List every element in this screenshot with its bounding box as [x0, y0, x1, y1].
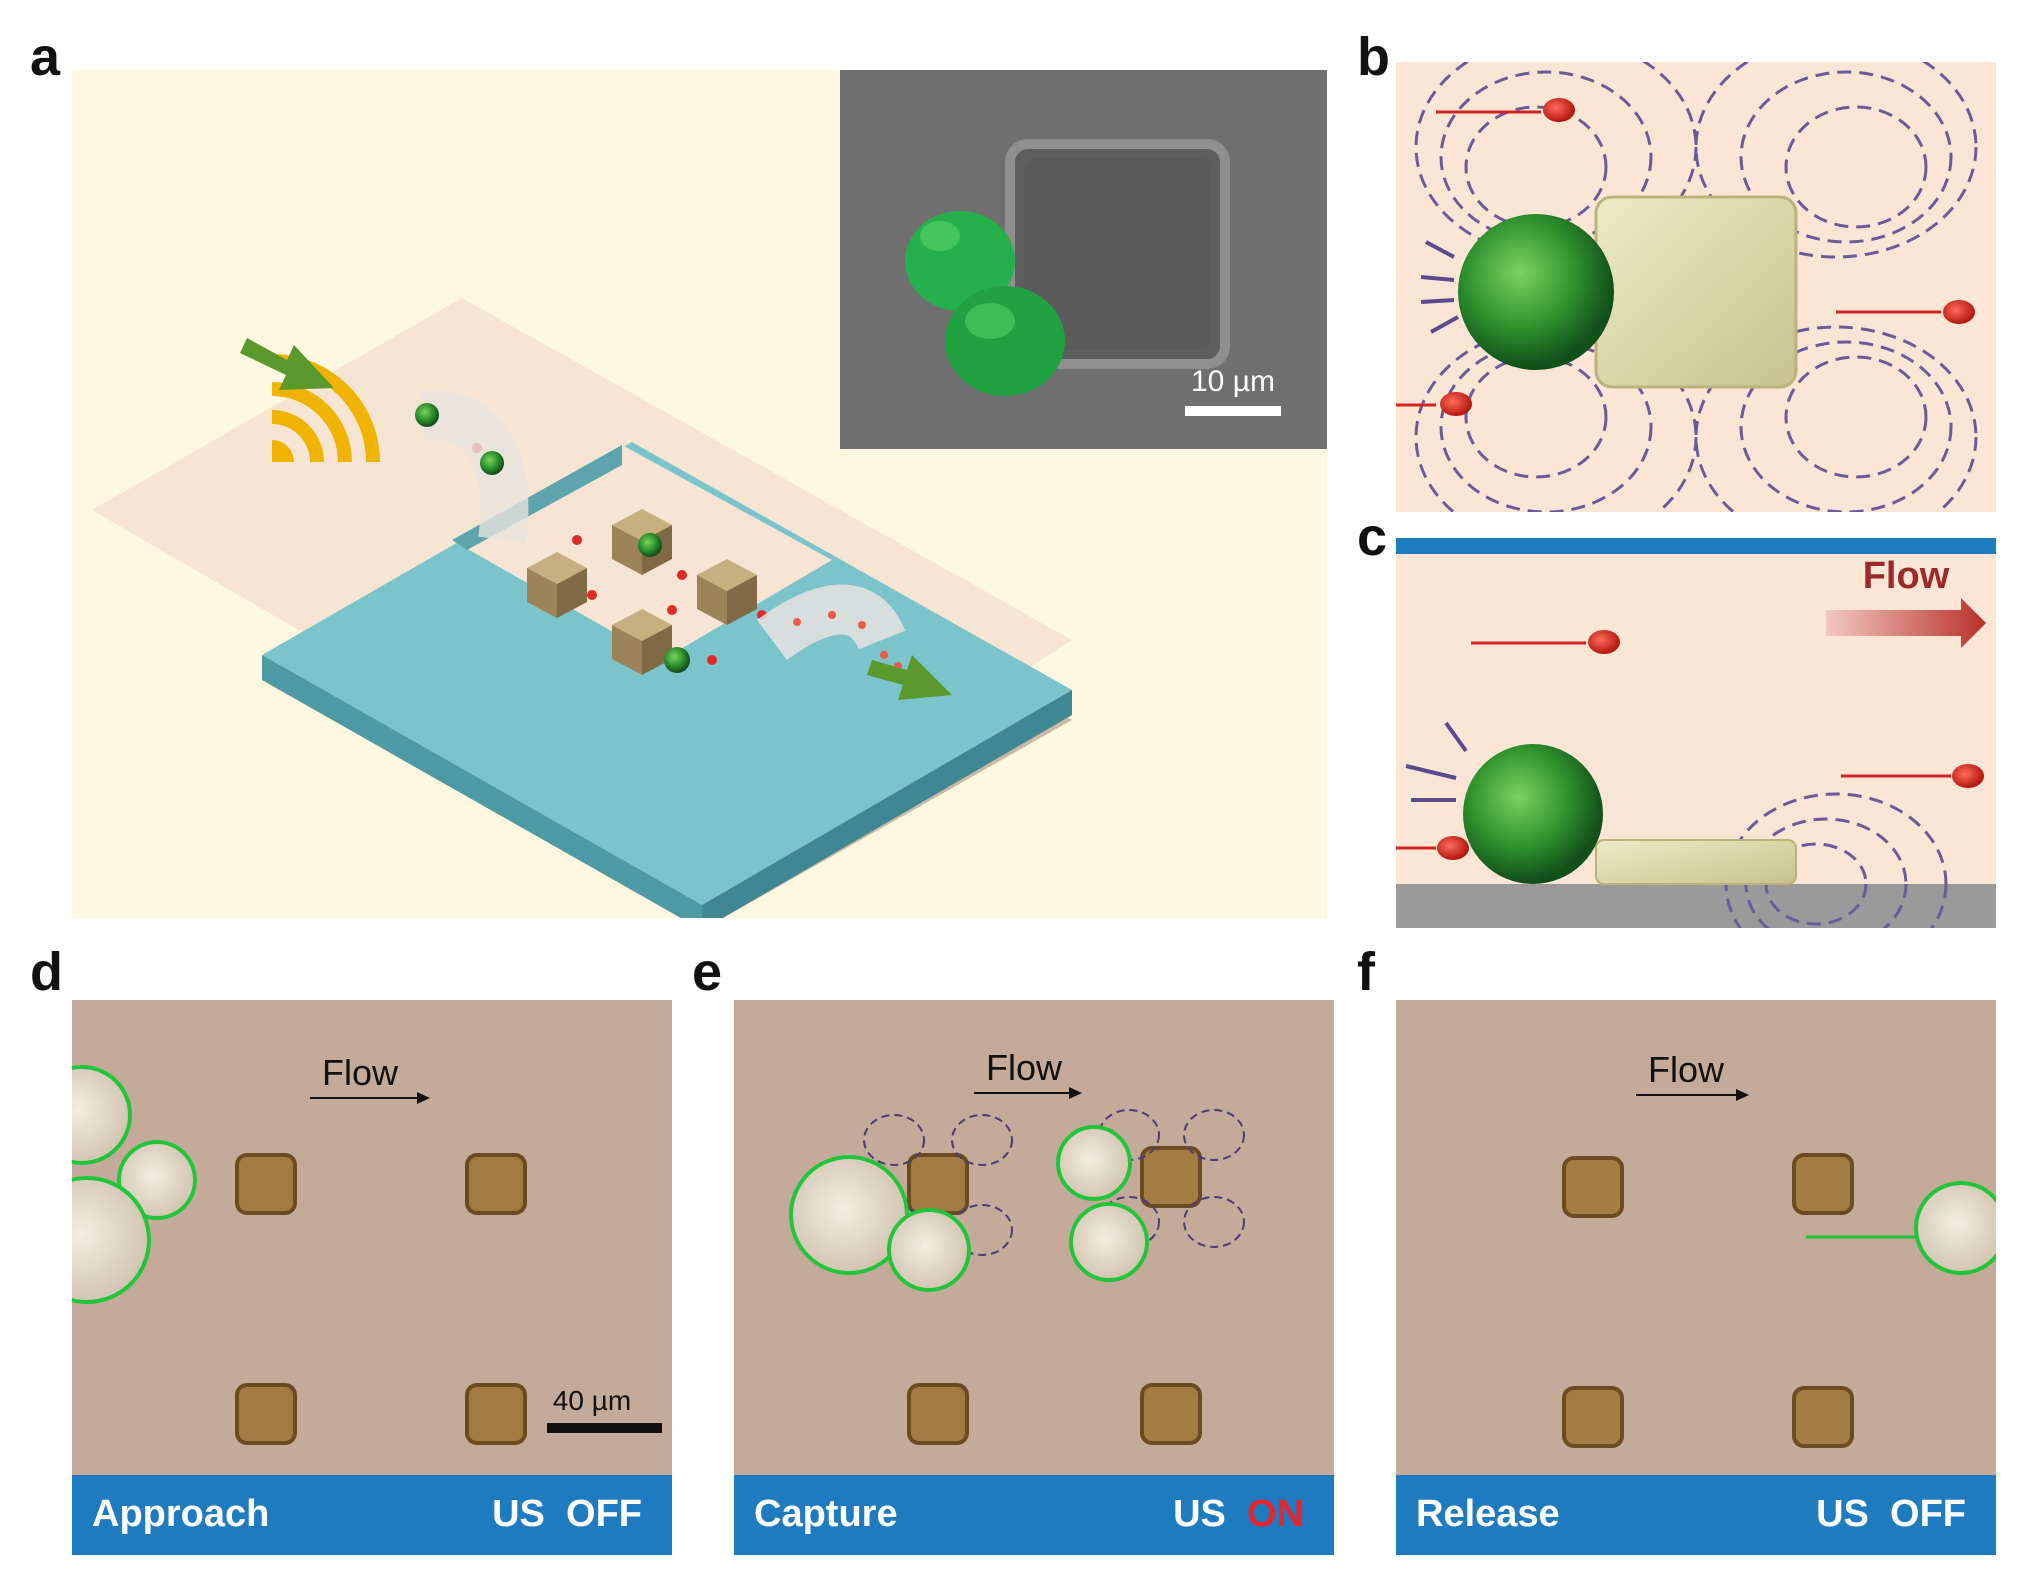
red-blood-cell-c2 — [1841, 764, 1984, 788]
flow-label-e: Flow — [986, 1047, 1063, 1088]
scale-bar-d — [547, 1423, 662, 1433]
panel-a-schematic: 10 µm — [72, 70, 1327, 918]
cell-d-1 — [72, 1065, 132, 1165]
panel-c-diagram: Flow — [1396, 538, 1996, 928]
panel-letter-f: f — [1357, 942, 1375, 1002]
panel-b-diagram — [1396, 62, 1996, 512]
microbot-inlet-1 — [415, 403, 439, 427]
stage-label-e: Capture — [754, 1493, 898, 1535]
us-status-f: US OFF — [1816, 1493, 1966, 1535]
pillar-1 — [527, 552, 587, 618]
force-arrows — [1420, 240, 1459, 334]
acoustic-field-lines — [1414, 62, 1978, 512]
flow-label-d: Flow — [322, 1052, 399, 1093]
force-arrows-side — [1405, 721, 1468, 802]
stage-label-d: Approach — [92, 1493, 270, 1535]
channel-side-right — [702, 690, 1072, 918]
panel-letter-a: a — [30, 27, 61, 87]
pillars-d — [235, 1153, 527, 1445]
panel-d-micrograph: Flow 40 µm Approach US OFF — [72, 1000, 672, 1555]
cell-e-3 — [1056, 1125, 1132, 1201]
red-blood-cell-3 — [1396, 392, 1472, 416]
sem-inset: 10 µm — [840, 70, 1327, 449]
us-status-d: US OFF — [492, 1493, 642, 1535]
pillar-top-view — [1594, 195, 1798, 389]
cell-d-3 — [72, 1176, 151, 1304]
scale-bar-a — [1185, 406, 1281, 416]
ultrasound-wave-icon — [272, 354, 380, 462]
pillars-e — [907, 1146, 1202, 1445]
microbot-on-pillar-2 — [638, 533, 662, 557]
panel-letter-c: c — [1357, 507, 1388, 567]
microbot-icon — [1458, 214, 1614, 370]
panel-a-illustration — [92, 298, 1072, 918]
microbot-sem-2 — [945, 286, 1065, 396]
flow-arrow — [1826, 598, 1986, 648]
microbot-side-icon — [1463, 744, 1603, 884]
red-blood-cell-1 — [1436, 98, 1575, 122]
channel-top — [262, 442, 1072, 905]
scale-bar-d-label: 40 µm — [553, 1385, 631, 1416]
panel-letter-d: d — [30, 942, 63, 1002]
us-status-e: US ON — [1173, 1493, 1304, 1535]
outlet-tube — [757, 584, 906, 661]
stage-label-f: Release — [1416, 1493, 1560, 1535]
outflow-arrow-icon — [867, 655, 952, 700]
cell-e-2 — [887, 1208, 971, 1292]
inlet-tube — [420, 390, 529, 544]
red-blood-cell-2 — [1836, 300, 1975, 324]
cell-e-4 — [1069, 1202, 1149, 1282]
pillars-f — [1562, 1153, 1854, 1448]
pillar-3 — [697, 559, 757, 625]
red-blood-cell-c1 — [1471, 630, 1620, 654]
pillar-side-view — [1595, 839, 1797, 885]
status-bar-d: Approach US OFF — [72, 1475, 672, 1555]
panel-f-micrograph: Flow Release US OFF — [1396, 1000, 1996, 1555]
microbot-on-pillar-4 — [664, 647, 690, 673]
cell-f-1 — [1914, 1181, 1996, 1275]
flow-label-f: Flow — [1648, 1049, 1725, 1090]
pillar-2 — [612, 509, 672, 575]
red-blood-cell-c3 — [1396, 836, 1469, 860]
microbot-inlet-2 — [480, 451, 504, 475]
panel-e-micrograph: Flow Capture US ON — [734, 1000, 1334, 1555]
panel-letter-e: e — [692, 942, 723, 1002]
status-bar-e: Capture US ON — [734, 1475, 1334, 1555]
flow-label-c: Flow — [1863, 555, 1950, 597]
channel-ceiling — [1396, 538, 1996, 554]
inflow-arrow-icon — [240, 338, 334, 390]
channel-side-left — [262, 655, 702, 918]
channel-floor — [1396, 884, 1996, 928]
scale-bar-a-label: 10 µm — [1191, 365, 1275, 398]
panel-letter-b: b — [1357, 27, 1390, 87]
cell-d-2 — [117, 1140, 197, 1220]
status-bar-f: Release US OFF — [1396, 1475, 1996, 1555]
